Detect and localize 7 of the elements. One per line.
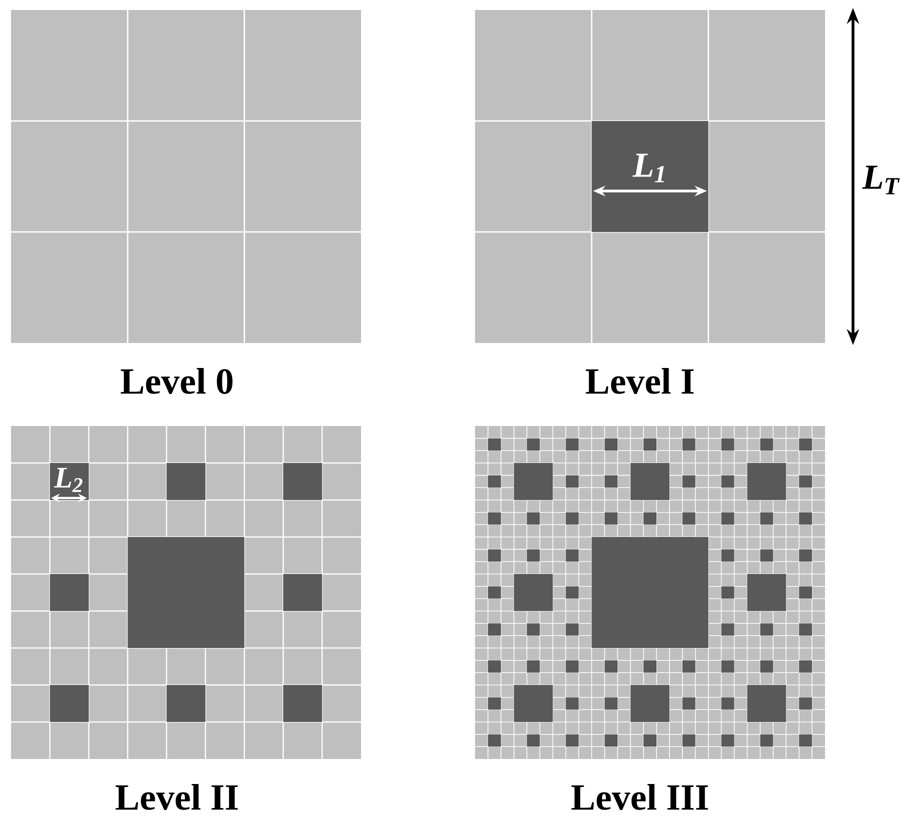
level-caption: Level 0	[120, 368, 232, 394]
dimension-label: L$_{1}$	[632, 154, 664, 182]
dimension-label: L$_{T}$	[862, 166, 900, 194]
level-caption: Level I	[586, 368, 694, 394]
level-caption: Level III	[571, 784, 708, 810]
dimension-label: L$_{2}$	[54, 468, 82, 492]
level-caption: Level II	[116, 784, 238, 810]
